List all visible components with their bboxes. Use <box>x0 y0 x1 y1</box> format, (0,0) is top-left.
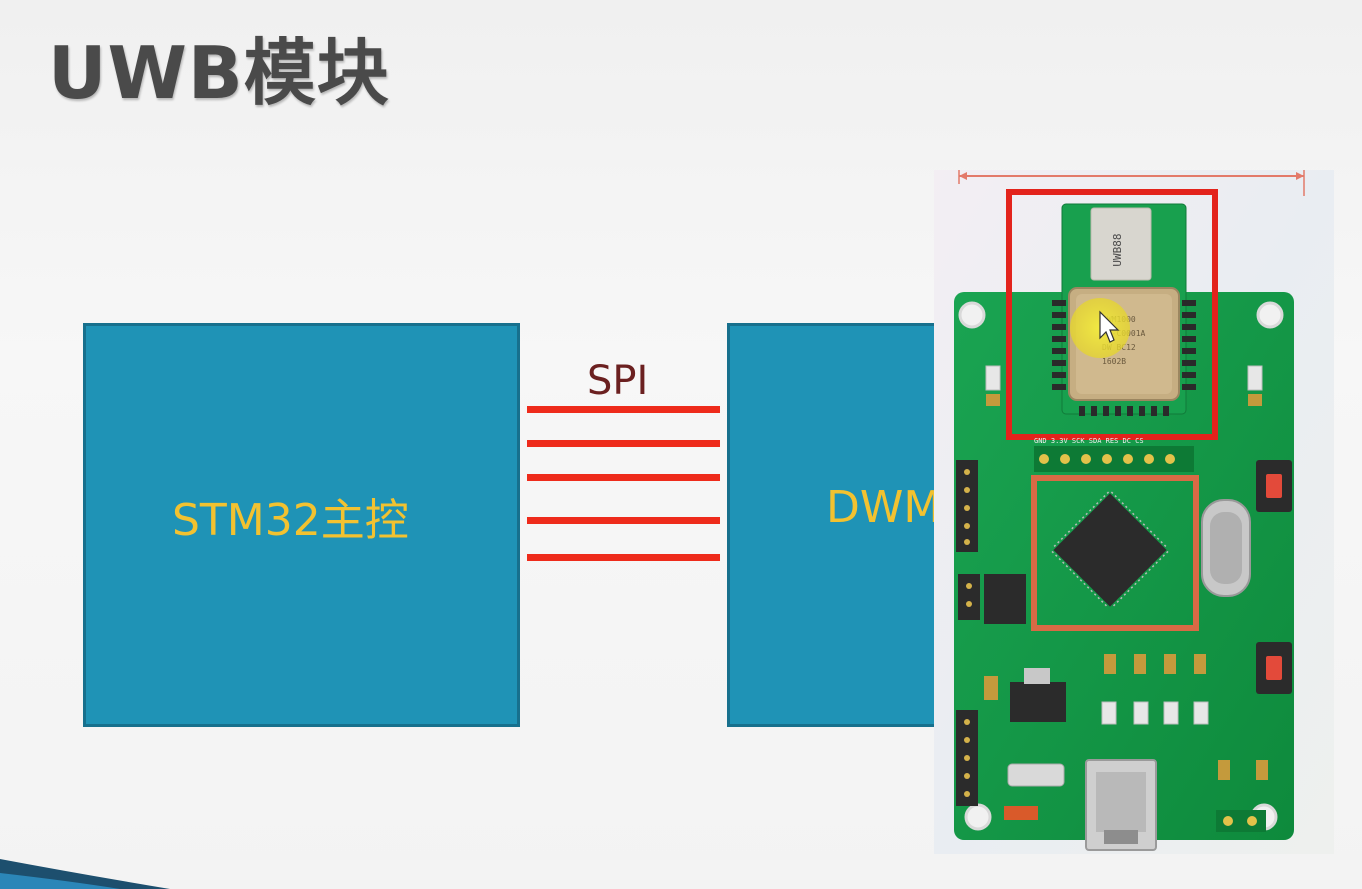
svg-text:UWB88: UWB88 <box>1111 233 1124 266</box>
uwb-pcb-photo: UWB88 DWM1000 DW-C0001A DW BC12 1602B <box>934 170 1334 854</box>
spi-line <box>527 406 720 413</box>
svg-text:1602B: 1602B <box>1102 357 1126 366</box>
spi-line <box>527 440 720 447</box>
spi-line <box>527 474 720 481</box>
slide-corner-decoration <box>0 859 170 889</box>
svg-text:GND 3.3V SCK SDA RES DC CS: GND 3.3V SCK SDA RES DC CS <box>1034 437 1144 445</box>
stm32-block: STM32主控 <box>83 323 520 727</box>
spi-line <box>527 554 720 561</box>
stm32-block-label: STM32主控 <box>172 495 409 546</box>
slide-title: UWB模块 <box>48 31 390 115</box>
dwm-block-label: DWM <box>826 482 942 533</box>
spi-line <box>527 517 720 524</box>
spi-bus-label: SPI <box>587 358 649 404</box>
